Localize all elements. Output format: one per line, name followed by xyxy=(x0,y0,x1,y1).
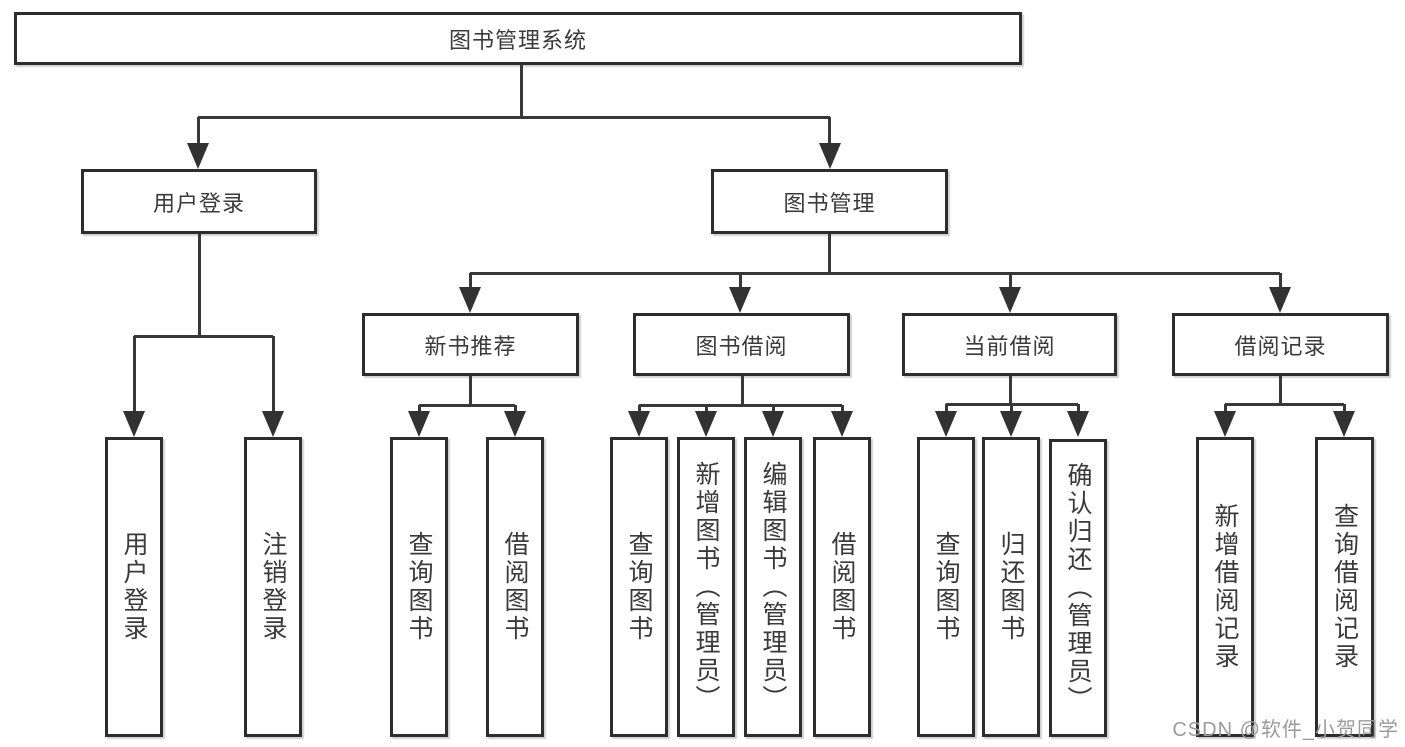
leaf-cb-query-books: 查询图书 xyxy=(917,437,975,737)
connector-br-query-drop xyxy=(1342,404,1346,412)
connector-bb-edit-drop xyxy=(771,405,775,413)
connector-new-book-rail xyxy=(419,403,515,407)
connector-borrow-records-stem xyxy=(1278,376,1282,404)
connector-user-login-stem xyxy=(197,234,201,336)
arrow-down-bb-query xyxy=(628,411,650,437)
leaf-bb-edit-books-admin: 编辑图书（管理员） xyxy=(744,437,802,737)
arrow-down-login-leaf xyxy=(123,411,145,437)
node-borrowing-records: 借阅记录 xyxy=(1172,313,1389,376)
arrow-down-user-login xyxy=(187,143,209,169)
connector-cb-query-drop xyxy=(944,404,948,412)
connector-bb-query-drop xyxy=(637,405,641,413)
arrow-down-nb-borrow xyxy=(504,411,526,437)
arrow-down-cb-confirm xyxy=(1067,411,1089,437)
node-new-book-recommend: 新书推荐 xyxy=(362,313,579,376)
arrow-down-borrow-records xyxy=(1269,287,1291,313)
connector-level3-rail xyxy=(470,271,1280,275)
leaf-br-add-record: 新增借阅记录 xyxy=(1196,437,1254,737)
connector-book-borrow-rail xyxy=(639,403,842,407)
node-root-library-system: 图书管理系统 xyxy=(14,12,1022,65)
connector-new-book-drop xyxy=(468,273,472,289)
leaf-cb-return-books: 归还图书 xyxy=(982,437,1040,737)
connector-br-add-drop xyxy=(1223,404,1227,412)
leaf-bb-borrow-books: 借阅图书 xyxy=(813,437,871,737)
arrow-down-cb-return xyxy=(1000,411,1022,437)
node-book-borrowing: 图书借阅 xyxy=(633,313,850,376)
connector-level2-rail xyxy=(198,115,830,119)
node-current-borrowing: 当前借阅 xyxy=(902,313,1117,376)
arrow-down-cb-query xyxy=(935,411,957,437)
connector-user-login-drop xyxy=(196,117,200,145)
leaf-cb-confirm-return-admin: 确认归还（管理员） xyxy=(1049,439,1107,737)
leaf-user-login: 用户登录 xyxy=(105,437,163,737)
arrow-down-bb-edit xyxy=(762,411,784,437)
arrow-down-book-mgmt xyxy=(818,143,841,169)
connector-cb-confirm-drop xyxy=(1076,404,1080,412)
connector-book-borrow-stem xyxy=(740,376,744,405)
connector-nb-query-drop xyxy=(417,405,421,413)
connector-book-mgmt-stem xyxy=(828,234,831,273)
connector-bb-borrow-drop xyxy=(840,405,844,413)
connector-user-login-rail xyxy=(134,334,273,338)
connector-current-borrow-drop xyxy=(1008,273,1012,289)
arrow-down-book-borrow xyxy=(729,287,751,313)
csdn-watermark: CSDN @软件_小贺同学 xyxy=(1172,719,1399,741)
arrow-down-nb-query xyxy=(408,411,430,437)
leaf-logout: 注销登录 xyxy=(244,437,302,737)
connector-nb-borrow-drop xyxy=(513,405,517,413)
connector-cb-return-drop xyxy=(1009,404,1013,412)
connector-current-borrow-stem xyxy=(1008,376,1012,404)
connector-login-leaf-drop xyxy=(132,336,136,411)
leaf-nb-query-books: 查询图书 xyxy=(390,437,448,737)
node-book-management: 图书管理 xyxy=(711,169,948,234)
leaf-bb-add-books-admin: 新增图书（管理员） xyxy=(677,437,735,737)
arrow-down-br-add xyxy=(1214,411,1236,437)
connector-borrow-records-drop xyxy=(1278,273,1282,289)
arrow-down-logout-leaf xyxy=(262,411,284,437)
connector-logout-leaf-drop xyxy=(271,336,275,411)
arrow-down-br-query xyxy=(1333,411,1355,437)
arrow-down-bb-add xyxy=(695,411,717,437)
connector-borrow-records-rail xyxy=(1225,402,1344,406)
arrow-down-new-book xyxy=(459,287,481,313)
leaf-bb-query-books: 查询图书 xyxy=(610,437,668,737)
connector-book-borrow-drop xyxy=(738,273,742,289)
connector-bb-add-drop xyxy=(704,405,708,413)
leaf-nb-borrow-books: 借阅图书 xyxy=(486,437,544,737)
leaf-br-query-record: 查询借阅记录 xyxy=(1315,437,1374,737)
node-user-login: 用户登录 xyxy=(81,169,317,234)
connector-root-stem xyxy=(519,65,523,117)
arrow-down-current-borrow xyxy=(999,287,1021,313)
connector-book-mgmt-drop xyxy=(828,117,831,145)
connector-new-book-stem xyxy=(468,376,472,405)
arrow-down-bb-borrow xyxy=(831,411,853,437)
